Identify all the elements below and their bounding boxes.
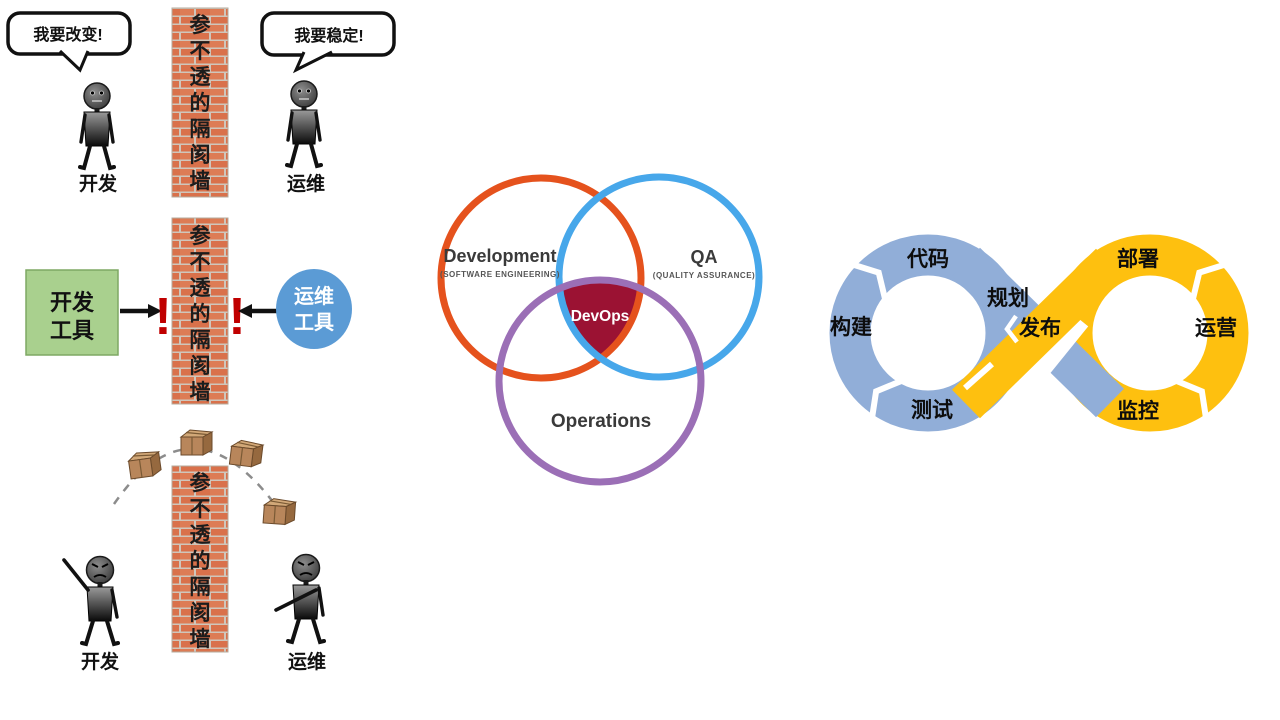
ops-angry-figure (274, 552, 326, 644)
dev-stick-figure (78, 81, 116, 170)
devops-venn-diagram: Development (SOFTWARE ENGINEERING) QA (Q… (437, 173, 763, 486)
venn-qa-subtitle: (QUALITY ASSURANCE) (653, 271, 755, 280)
loop-dev-ring (829, 234, 1027, 432)
ops-tools-circle (276, 269, 352, 349)
loop-stage-build: 构建 (830, 315, 872, 339)
venn-development-title: Development (443, 246, 556, 266)
wall-cartoon-scene-throwing: 参不透的隔阂墙 开发 运维 (62, 429, 326, 673)
ops-tools-label-line1: 运维 (294, 284, 334, 308)
venn-development-circle (437, 174, 645, 382)
package-box-4 (262, 497, 297, 526)
ops-arrow-head (238, 304, 252, 318)
loop-stage-operate: 运营 (1195, 316, 1237, 340)
loop-stage-monitor: 监控 (1117, 399, 1159, 423)
venn-operations-title: Operations (551, 411, 651, 432)
brick-wall-top (171, 7, 229, 198)
package-box-2 (180, 429, 213, 456)
ops-tools-label-line2: 工具 (294, 312, 334, 334)
package-box-3 (228, 438, 264, 469)
dev-figure-label: 开发 (79, 172, 118, 195)
dev-angry-figure (62, 554, 120, 646)
loop-stage-deploy: 部署 (1117, 247, 1159, 271)
dev-speech-bubble-tail (58, 49, 90, 73)
dev-tools-label-line2: 工具 (50, 318, 94, 343)
wall-text-bottom: 参不透的隔阂墙 (190, 471, 212, 651)
wall-cartoon-scene-tools: 参不透的隔阂墙 开发 工具 ! ! 运维 工具 (25, 217, 352, 405)
ops-speech-bubble-tail (292, 50, 333, 74)
loop-chevron-notch (1190, 261, 1226, 300)
dev-tools-label-line1: 开发 (50, 290, 95, 315)
loop-ops-band (952, 248, 1124, 419)
devops-infinity-loop: 规划 代码 构建 测试 发布 部署 运营 监控 (829, 234, 1249, 432)
venn-operations-circle (495, 276, 705, 486)
loop-chevron-notch (963, 361, 994, 391)
venn-devops-label: DevOps (571, 308, 630, 325)
brick-wall-bottom (171, 465, 229, 653)
dev-angry-label: 开发 (81, 650, 120, 673)
package-box-1 (127, 449, 163, 480)
dev-tools-box (25, 269, 119, 356)
venn-qa-circle (555, 173, 763, 381)
loop-stage-plan: 规划 (987, 287, 1029, 310)
venn-qa-title: QA (691, 247, 718, 267)
loop-stage-release: 发布 (1018, 316, 1061, 340)
loop-chevron-notch (852, 261, 888, 300)
loop-stage-code: 代码 (906, 248, 949, 271)
wall-text-middle: 参不透的隔阂墙 (190, 224, 212, 404)
ops-figure-label: 运维 (287, 172, 325, 195)
wall-text-top: 参不透的隔阂墙 (190, 13, 212, 193)
dev-speech-text: 我要改变! (33, 25, 102, 44)
ops-angry-label: 运维 (288, 650, 326, 673)
venn-development-subtitle: (SOFTWARE ENGINEERING) (440, 270, 560, 279)
wall-cartoon-scene-demands: 参不透的隔阂墙 我要改变! 我要稳定! 开发 运维 (6, 7, 396, 198)
dev-arrow-head (148, 304, 162, 318)
ops-speech-text: 我要稳定! (294, 26, 363, 45)
loop-chevron-notch (1176, 378, 1209, 418)
loop-chevron-notch (869, 378, 902, 418)
loop-chevron-notch (1004, 314, 1019, 344)
warning-exclamation-right: ! (228, 288, 245, 346)
loop-stage-test: 测试 (911, 399, 953, 422)
brick-wall-middle (171, 217, 229, 405)
ops-stick-figure (285, 79, 323, 168)
warning-exclamation-left: ! (154, 288, 171, 346)
